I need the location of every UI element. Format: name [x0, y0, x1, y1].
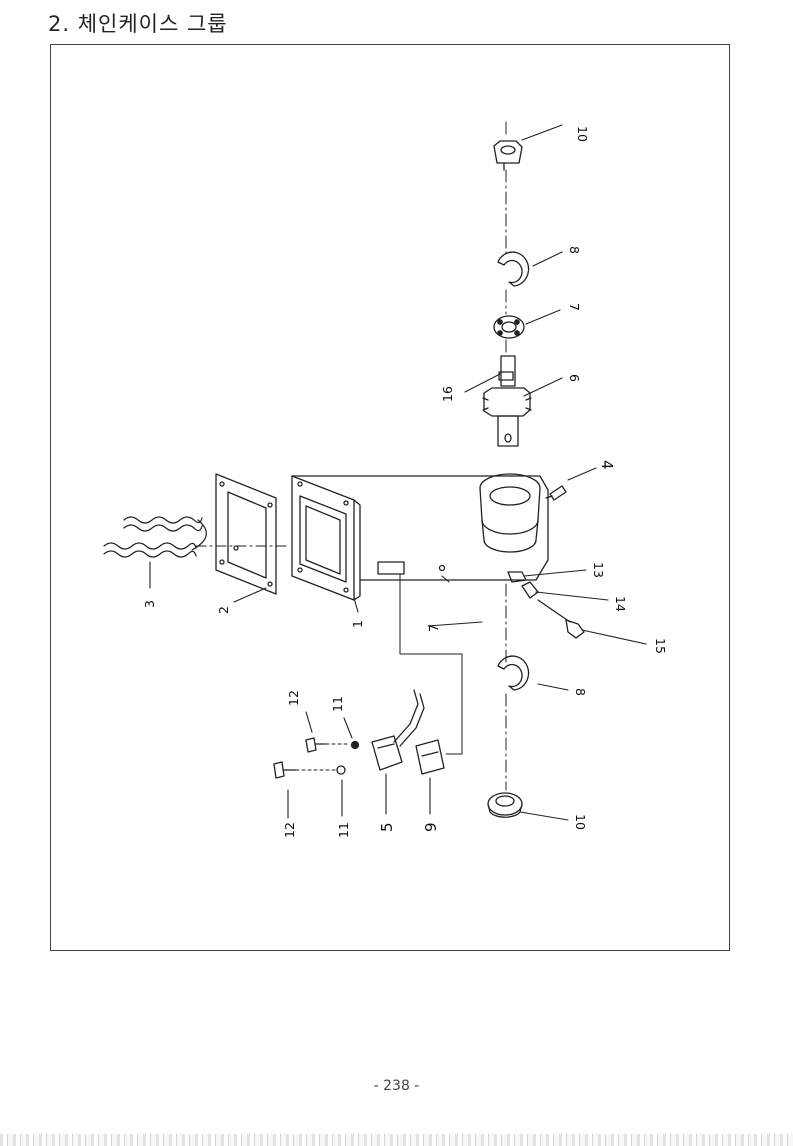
callout-8-bottom: 8 [573, 688, 588, 696]
callout-10-bottom: 10 [573, 814, 588, 830]
part-4-screw [545, 485, 567, 501]
part-8-bottom-snap-ring [497, 655, 530, 691]
page-title: 2. 체인케이스 그룹 [48, 12, 228, 36]
callout-1: 1 [350, 620, 365, 628]
part-1-chain-case [291, 473, 549, 601]
callout-12-upper: 12 [286, 690, 301, 706]
callout-15: 15 [653, 638, 668, 654]
callout-12-lower: 12 [282, 822, 297, 838]
callout-8-top: 8 [567, 246, 582, 254]
callout-6: 6 [567, 374, 582, 382]
part-2-gasket [215, 473, 277, 595]
part-10-top-bearing-cap [493, 140, 523, 171]
callout-4: 4 [598, 460, 616, 470]
part-8-top-snap-ring [497, 251, 530, 287]
callout-11-upper: 11 [330, 696, 345, 712]
callout-10-top: 10 [575, 126, 590, 142]
part-11-washer-upper [350, 740, 360, 750]
scan-edge-artifact [0, 1134, 793, 1146]
part-3-chain [103, 516, 207, 558]
callout-2: 2 [216, 606, 231, 614]
callout-7-bottom: 7 [426, 624, 441, 632]
diagram-frame [50, 44, 730, 951]
part-9-connector [415, 739, 445, 775]
callout-13: 13 [591, 562, 606, 578]
part-7-top-bearing [493, 315, 525, 339]
assembly-centerlines [195, 121, 507, 791]
page-number: - 238 - [373, 1078, 420, 1094]
callout-11-lower: 11 [336, 822, 351, 838]
part-12-screw-lower [273, 761, 297, 779]
part-14-fitting [521, 581, 539, 599]
callout-7-top: 7 [567, 303, 582, 311]
callout-3: 3 [142, 600, 157, 608]
part-16-pin [498, 371, 514, 381]
part-15-bolt [537, 599, 585, 639]
callout-5: 5 [378, 822, 396, 832]
callout-16: 16 [440, 386, 455, 402]
part-5-switch-with-wires [371, 689, 425, 771]
callout-14: 14 [613, 596, 628, 612]
part-11-washer-lower [336, 765, 346, 775]
part-12-screw-upper [305, 737, 327, 753]
part-10-bottom-seal [487, 792, 523, 818]
leader-lines [149, 124, 647, 821]
part-6-sprocket-shaft [482, 355, 532, 447]
callout-9: 9 [422, 822, 440, 832]
